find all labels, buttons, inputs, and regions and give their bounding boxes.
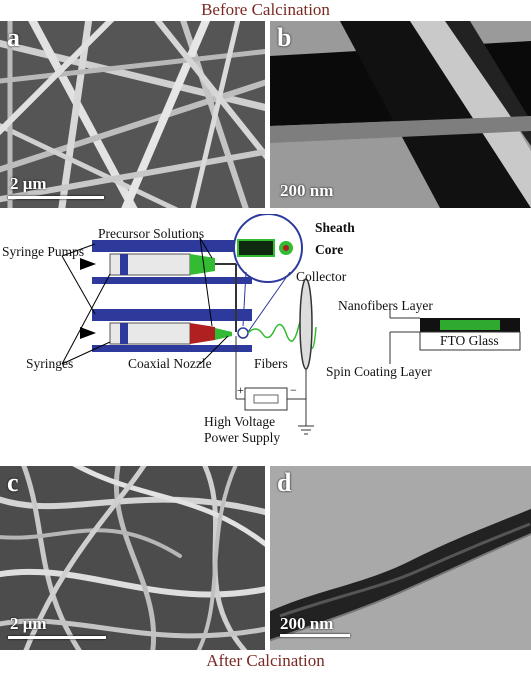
panel-label-c: c [7, 468, 19, 497]
svg-text:−: − [290, 383, 297, 397]
scale-bar-d [280, 634, 350, 637]
svg-text:+: + [237, 383, 244, 397]
panel-label-d: d [277, 468, 292, 497]
label-syringe-pumps: Syringe Pumps [2, 244, 85, 259]
panel-label-b: b [277, 23, 292, 52]
tem-image-before: b 200 nm [270, 21, 531, 208]
tem-image-after: d 200 nm [270, 466, 531, 650]
panel-label-a: a [7, 23, 20, 52]
label-sheath: Sheath [315, 220, 355, 235]
label-fibers: Fibers [254, 356, 288, 371]
fto-glass [419, 331, 521, 351]
collector-plate [299, 278, 313, 370]
sem-image-after: c 2 μm [0, 466, 265, 650]
label-spin-coating-layer: Spin Coating Layer [326, 364, 432, 379]
scale-label-a: 2 μm [10, 174, 47, 193]
core-solution [190, 323, 215, 344]
label-collector: Collector [296, 269, 347, 284]
push-arrow-bottom-icon [80, 327, 96, 339]
scale-bar-c [8, 636, 106, 639]
sem-fiber-texture-c [0, 466, 265, 650]
label-syringes: Syringes [26, 356, 74, 371]
caption-after-calcination: After Calcination [206, 651, 325, 670]
sheath-solution [190, 254, 215, 275]
sem-fiber-texture-a [0, 21, 265, 208]
label-precursor-solutions: Precursor Solutions [98, 226, 205, 241]
scale-label-b: 200 nm [280, 181, 334, 200]
caption-before-calcination: Before Calcination [201, 0, 330, 19]
electrospinning-schematic: + − [61, 214, 521, 435]
sem-image-before: a 2 μm [0, 21, 265, 208]
syringe-pump-top-rail [92, 240, 252, 252]
label-coaxial-nozzle: Coaxial Nozzle [128, 356, 212, 371]
tem-fiber-texture-d [270, 466, 531, 650]
label-high-voltage: High Voltage [204, 414, 276, 429]
label-power-supply: Power Supply [204, 430, 281, 445]
scale-label-d: 200 nm [280, 614, 334, 633]
tem-fiber-texture-b [270, 21, 531, 208]
label-core: Core [315, 242, 344, 257]
power-supply-box [244, 387, 288, 411]
calcined-fiber [270, 508, 531, 641]
label-fto-glass: FTO Glass [440, 333, 499, 348]
syringe-pump-bottom-rail [92, 309, 252, 321]
sheath-cross-section [237, 239, 275, 257]
scale-bar-a [8, 196, 104, 199]
scale-label-c: 2 μm [10, 614, 47, 633]
push-arrow-top-icon [80, 258, 96, 270]
label-nanofibers-layer: Nanofibers Layer [338, 298, 433, 313]
